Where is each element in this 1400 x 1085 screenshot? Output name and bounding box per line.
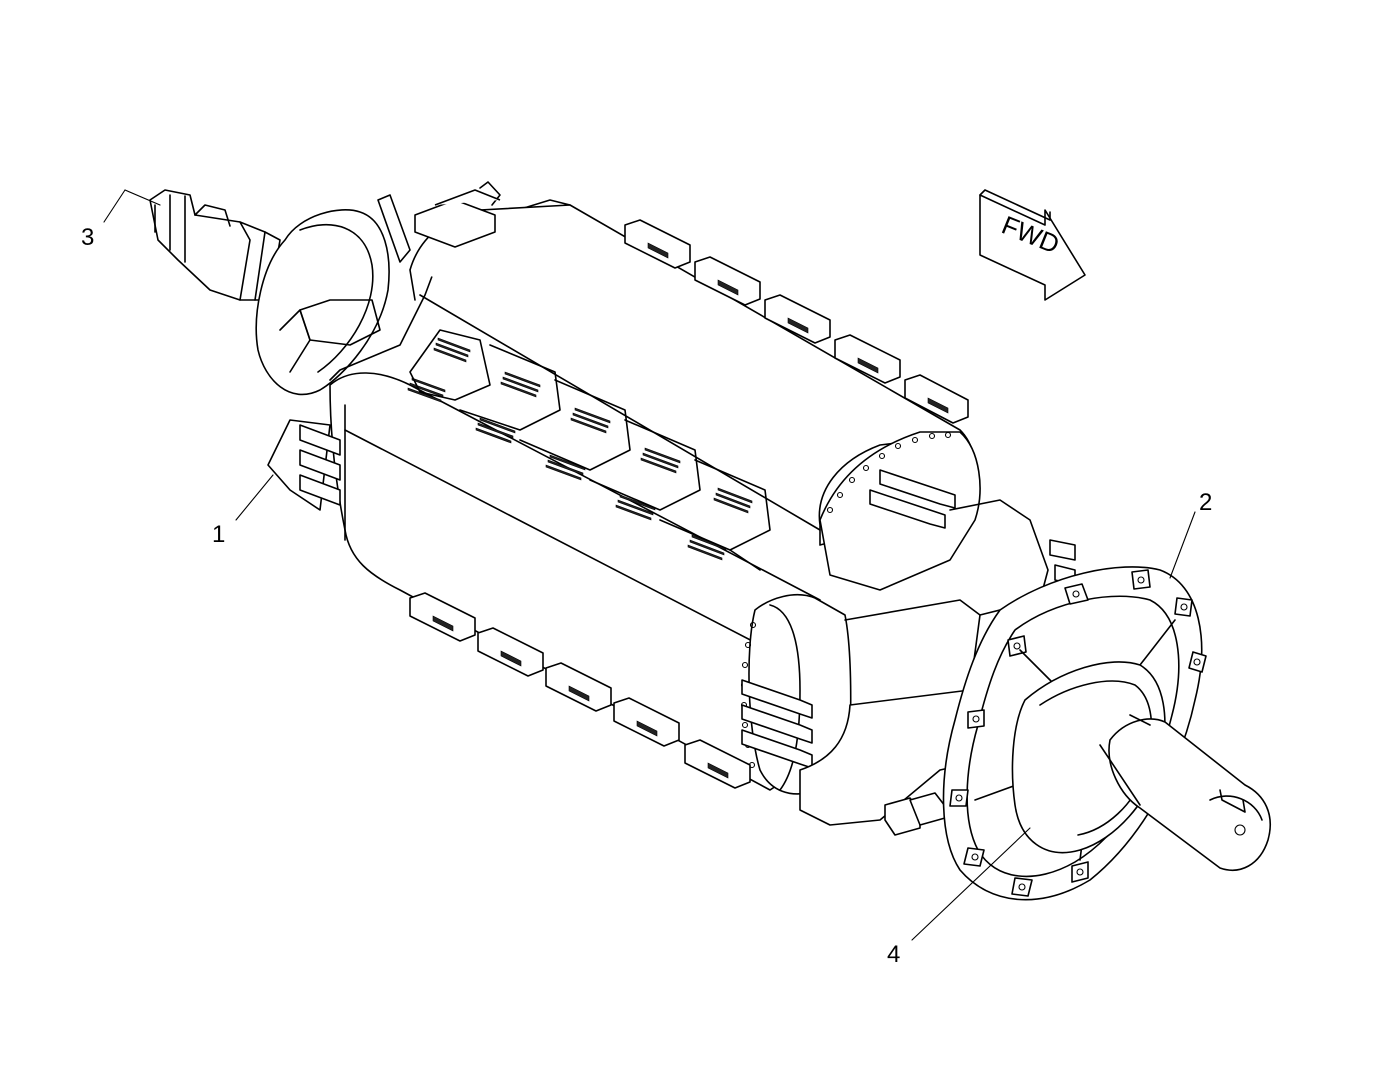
callout-3: 3	[81, 189, 161, 251]
rear-shaft	[149, 189, 281, 301]
forward-arrow-icon: FWD	[979, 189, 1086, 301]
callout-label-1: 1	[212, 521, 225, 548]
callout-4: 4	[887, 827, 1031, 968]
callout-label-2: 2	[1199, 489, 1212, 516]
callout-2: 2	[1169, 489, 1212, 579]
field-windings	[407, 329, 771, 571]
winding-coil	[570, 407, 611, 434]
winding-coil	[433, 337, 471, 363]
callout-label-4: 4	[887, 941, 900, 968]
callout-1: 1	[212, 474, 274, 548]
lower-right-bars	[884, 539, 1076, 836]
winding-coil	[500, 371, 541, 398]
rear-hub	[255, 209, 390, 396]
rear-terminal-bars	[299, 189, 501, 506]
front-shaft	[1011, 661, 1272, 871]
winding-coil	[475, 417, 516, 444]
winding-coil	[640, 447, 681, 474]
core-teeth-bottom	[409, 592, 751, 789]
rotor-core	[329, 199, 1049, 826]
winding-coil	[713, 487, 753, 514]
rear-face-bolt-holes	[826, 431, 952, 514]
core-teeth-top	[624, 219, 969, 424]
flange-bolts	[949, 569, 1207, 897]
callout-label-3: 3	[81, 224, 94, 251]
